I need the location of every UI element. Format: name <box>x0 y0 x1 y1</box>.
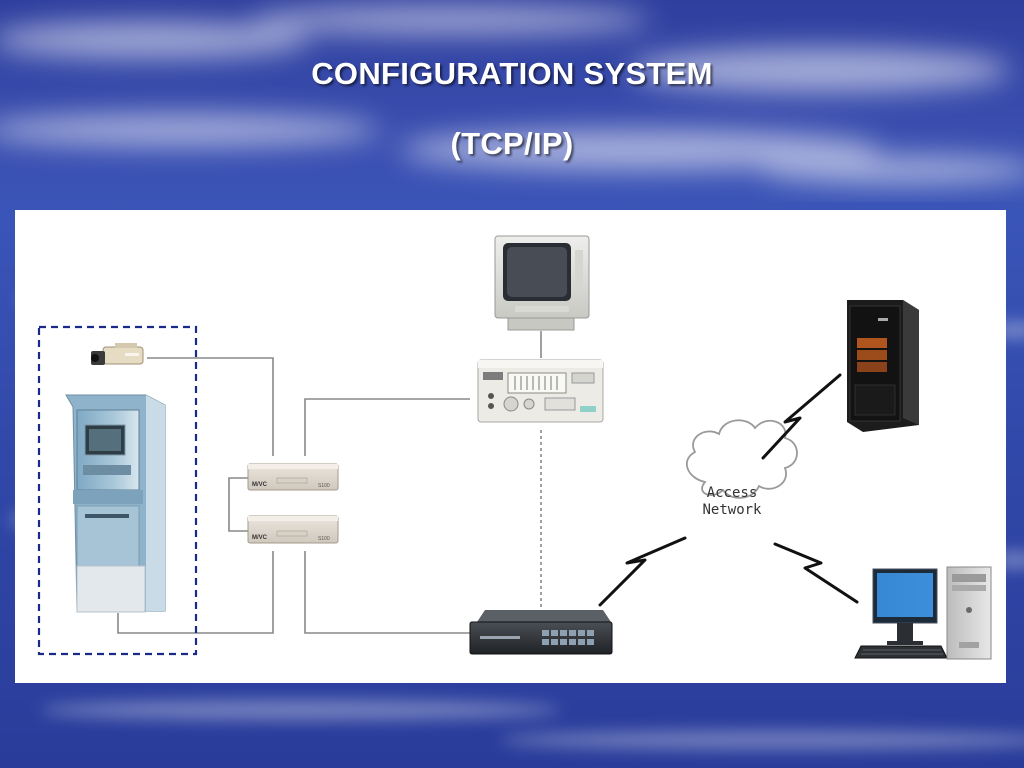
diagram-panel: M/VC S100 M/VC S100 <box>15 210 1006 683</box>
svg-text:S100: S100 <box>318 536 330 542</box>
camera-icon[interactable] <box>91 343 144 365</box>
svg-text:M/VC: M/VC <box>252 535 268 541</box>
wireless-link-to-server <box>761 373 842 460</box>
svg-text:M/VC: M/VC <box>252 482 268 488</box>
encoder-to-switch-line <box>304 551 470 634</box>
video-encoder-icon[interactable]: M/VC S100 <box>247 515 339 544</box>
cloud-label-line1: Access <box>707 485 758 501</box>
cloud-icon: Access Network <box>685 419 798 518</box>
camera-to-encoder-line <box>147 357 274 456</box>
cloud-label-line2: Network <box>702 502 762 518</box>
svg-text:S100: S100 <box>318 483 330 489</box>
video-encoder-icon[interactable]: M/VC S100 <box>247 463 339 491</box>
desktop-pc-icon[interactable] <box>854 566 992 660</box>
dvr-recorder-icon[interactable] <box>477 359 604 423</box>
crt-monitor-icon[interactable] <box>494 235 590 331</box>
encoder-bridge-line <box>228 477 248 532</box>
slide-subtitle: (TCP/IP) <box>450 126 574 161</box>
slide-title: CONFIGURATION SYSTEM <box>311 56 713 91</box>
network-switch-icon[interactable] <box>469 610 613 655</box>
wireless-link-to-switch <box>598 536 687 607</box>
wireless-link-to-pc <box>773 542 859 604</box>
server-tower-icon[interactable] <box>847 300 919 432</box>
network-diagram: M/VC S100 M/VC S100 <box>37 235 992 660</box>
encoder-to-dvr-line <box>304 398 470 456</box>
atm-group-box <box>37 325 198 656</box>
wireless-link-icon <box>598 373 859 607</box>
atm-kiosk-icon[interactable] <box>65 394 166 613</box>
